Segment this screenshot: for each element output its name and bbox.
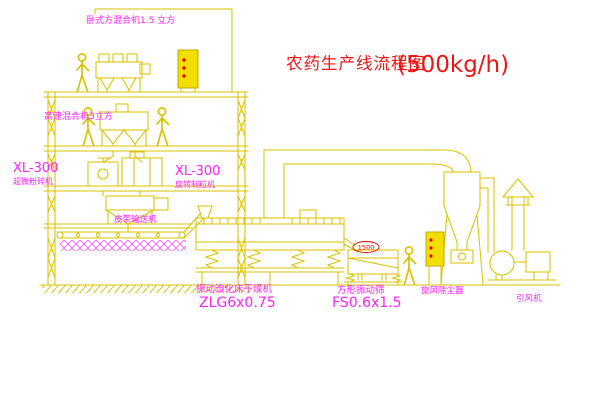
exhaust-stack <box>501 178 535 251</box>
label-granulator-name: 旋转制粒机 <box>175 179 215 189</box>
worker-floor2-right <box>156 107 170 146</box>
label-top-mixer: 卧式方混合机1.5 立方 <box>86 14 175 26</box>
label-granulator-model: XL-300 <box>175 164 220 179</box>
mill <box>87 157 119 197</box>
label-cyclone: 旋风除尘器 <box>421 285 464 296</box>
label-dryer-name: 振动流化床干燥机 <box>196 283 273 295</box>
control-cabinet-top <box>177 49 199 93</box>
title-text: 农药生产线流程图 <box>286 54 426 73</box>
belt-conveyor <box>56 213 205 239</box>
worker-roof <box>76 53 90 92</box>
labels: 卧式方混合机1.5 立方 高速混合机3立方 XL-300 超微粉碎机 XL-30… <box>13 14 542 311</box>
top-mixer <box>95 53 151 93</box>
label-mill-model: XL-300 <box>13 161 58 176</box>
label-dryer-model: ZLG6x0.75 <box>199 295 276 311</box>
control-cabinet-dryer <box>425 231 445 285</box>
fluid-bed-dryer <box>195 205 359 286</box>
worker-ground <box>403 246 417 285</box>
foundation-hatch <box>60 240 186 251</box>
label-sieve-name: 方形振动筛 <box>337 284 385 296</box>
label-fan: 引风机 <box>516 293 542 304</box>
label-belt-conveyor: 皮带输送机 <box>114 214 157 225</box>
high-speed-mixer <box>99 103 149 163</box>
induced-draft-fan <box>487 250 557 281</box>
label-high-speed-mixer: 高速混合机3立方 <box>44 110 113 122</box>
square-sieve <box>343 249 403 286</box>
exhaust-duct <box>263 149 472 219</box>
title-capacity: (500kg/h) <box>397 52 509 78</box>
label-mill-name: 超微粉碎机 <box>13 176 53 186</box>
cyclone-separator <box>440 171 495 285</box>
label-sieve-model: FS0.6x1.5 <box>332 295 402 311</box>
granulator <box>121 151 163 197</box>
ground-line <box>39 284 561 293</box>
dimension-annotation: 1500 <box>352 241 380 253</box>
drawing-title: 农药生产线流程图 (500kg/h) <box>286 52 509 78</box>
hopper-feeder <box>105 195 169 233</box>
dimension-note-text: 1500 <box>358 244 375 252</box>
top-feed-pipe <box>94 8 233 93</box>
